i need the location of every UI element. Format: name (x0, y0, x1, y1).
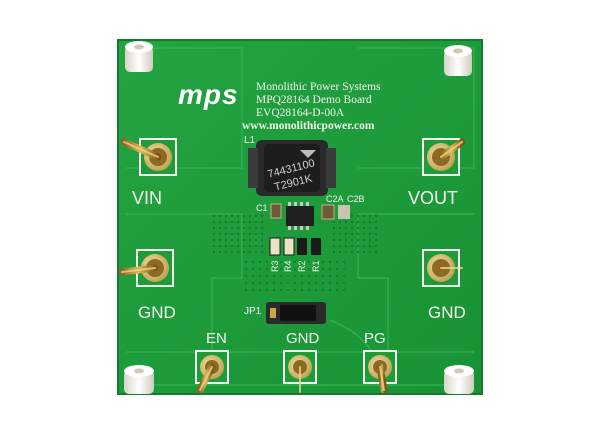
cap-c2b-label: C2B (347, 194, 365, 204)
vin-label: VIN (132, 188, 162, 208)
via-array (212, 214, 378, 291)
res-r1-label: R1 (311, 260, 321, 272)
cap-c2a (321, 204, 335, 220)
inductor-ref: L1 (244, 135, 256, 146)
ic-u1 (286, 206, 314, 226)
vout-label: VOUT (408, 188, 458, 208)
en-terminal[interactable] (195, 350, 229, 394)
gnd-left-label: GND (138, 303, 176, 322)
standoff-top-right (444, 45, 472, 76)
cap-c1 (270, 203, 282, 219)
res-r4-label: R4 (283, 260, 293, 272)
ic-u1-pins (288, 202, 309, 230)
inductor-l1: 74431100 T2901K (248, 140, 336, 196)
vin-terminal[interactable] (120, 138, 177, 176)
pg-label: PG (364, 330, 386, 347)
gnd-bottom-terminal[interactable] (283, 350, 317, 396)
gnd-right-terminal[interactable] (422, 249, 466, 287)
standoff-bottom-left (124, 365, 154, 394)
vout-terminal[interactable] (422, 138, 466, 176)
gnd-right-label: GND (428, 303, 466, 322)
cap-c2b (338, 205, 350, 219)
standoff-bottom-right (444, 365, 474, 394)
res-r2-label: R2 (297, 260, 307, 272)
res-r3-label: R3 (270, 260, 280, 272)
mps-logo: mps (178, 79, 239, 110)
pg-terminal[interactable] (363, 350, 397, 394)
demo-board-title: MPQ28164 Demo Board (256, 94, 372, 106)
jumper-ref: JP1 (244, 306, 262, 317)
cap-c1-label: C1 (256, 203, 268, 213)
part-number: EVQ28164-D-00A (256, 107, 345, 119)
resistor-array (269, 237, 321, 256)
gnd-left-terminal[interactable] (118, 249, 174, 287)
jumper-jp1[interactable] (266, 302, 326, 324)
gnd-bottom-label: GND (286, 330, 320, 347)
standoff-top-left (125, 41, 153, 72)
en-label: EN (206, 330, 227, 347)
company-name: Monolithic Power Systems (256, 81, 381, 93)
website: www.monolithicpower.com (242, 120, 375, 132)
cap-c2a-label: C2A (326, 194, 344, 204)
